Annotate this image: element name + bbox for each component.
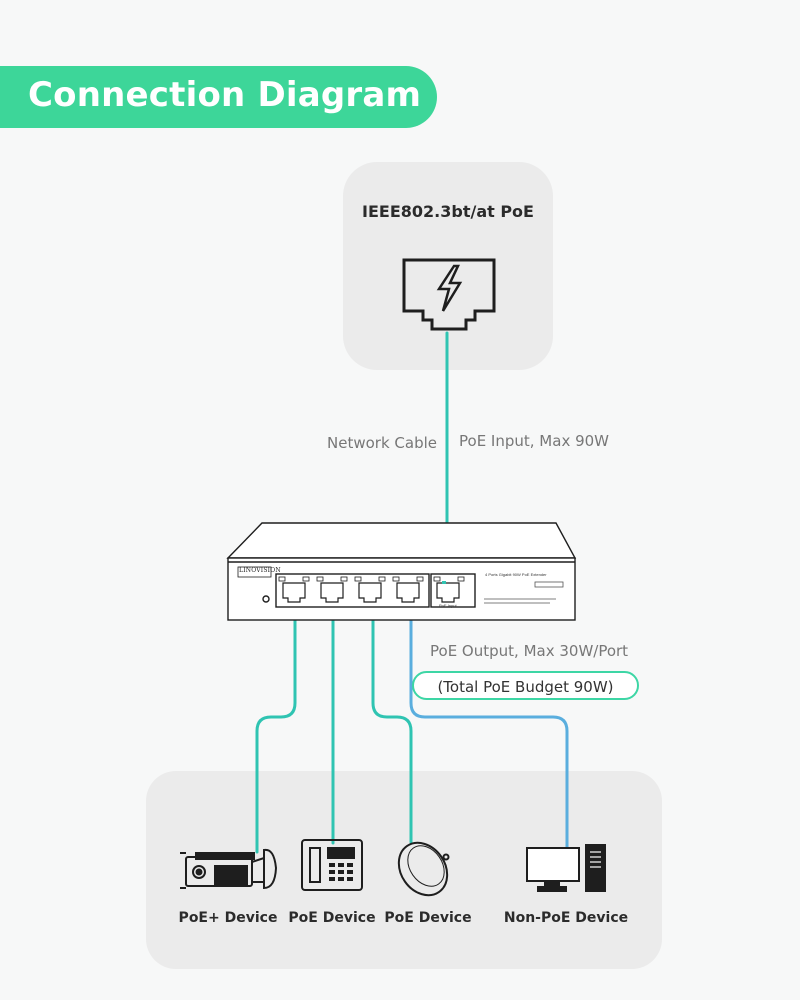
access-point-icon (397, 841, 450, 897)
poe-input-label: PoE Input, Max 90W (459, 432, 610, 450)
desktop-computer-icon (526, 844, 606, 892)
page-title: Connection Diagram (28, 75, 422, 115)
network-cable-label: Network Cable (327, 434, 437, 452)
poe-source-title: IEEE802.3bt/at PoE (362, 202, 534, 221)
cable-port4 (409, 603, 569, 850)
device-label-poe-ap: PoE Device (384, 910, 472, 926)
switch-uplink-label: PoE Input (439, 603, 457, 608)
cable-port3 (371, 603, 413, 844)
switch-status-led (442, 581, 446, 584)
poe-budget-label: (Total PoE Budget 90W) (437, 678, 614, 696)
device-label-poe-plus: PoE+ Device (178, 910, 278, 926)
poe-power-port-icon (402, 258, 496, 331)
poe-output-label: PoE Output, Max 30W/Port (430, 642, 629, 660)
cable-port1 (255, 603, 297, 854)
poe-budget-badge: (Total PoE Budget 90W) (412, 671, 639, 700)
switch-brand: LINOVISION (239, 567, 281, 574)
device-label-poe-phone: PoE Device (288, 910, 376, 926)
device-label-non-poe: Non-PoE Device (503, 910, 629, 926)
switch-model-text: 4 Ports Gigabit 90W PoE Extender (485, 572, 547, 577)
ip-phone-icon (301, 839, 363, 891)
title-banner: Connection Diagram (0, 66, 437, 128)
bullet-camera-icon (180, 848, 278, 890)
poe-extender-switch (226, 522, 577, 621)
